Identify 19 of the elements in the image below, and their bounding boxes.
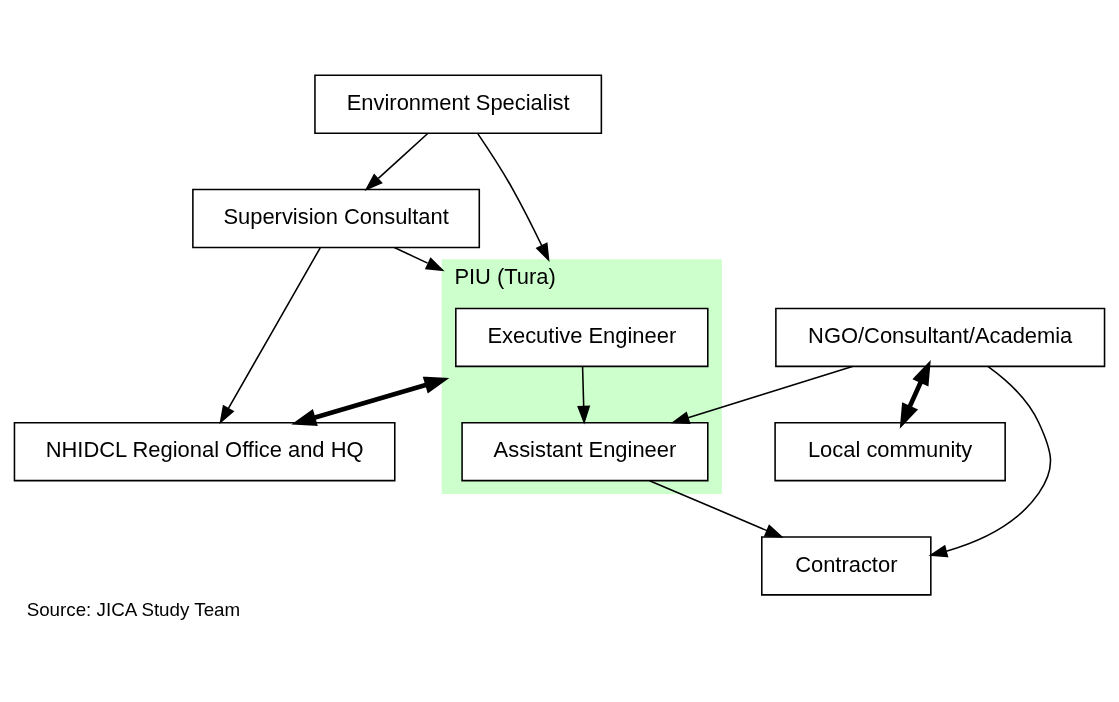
node-box: NGO/Consultant/Academia — [775, 307, 1106, 367]
arrow — [577, 365, 591, 425]
arrow — [899, 359, 931, 429]
arrow — [219, 246, 321, 424]
arrow — [393, 246, 445, 271]
node-box: Assistant Engineer — [461, 421, 709, 481]
arrow — [291, 376, 450, 426]
node-box: Environment Specialist — [314, 73, 603, 134]
arrow — [477, 132, 550, 262]
arrow — [648, 479, 784, 538]
node-box: Contractor — [761, 535, 932, 596]
node-box: Supervision Consultant — [192, 188, 481, 248]
arrow — [364, 131, 429, 191]
arrow — [670, 365, 854, 424]
node-box: NHIDCL Regional Office and HQ — [13, 421, 396, 481]
arrow — [928, 365, 1052, 557]
caption: Source: JICA Study Team — [26, 598, 241, 620]
node-box: Executive Engineer — [455, 307, 709, 367]
node-box: Local community — [774, 421, 1006, 481]
